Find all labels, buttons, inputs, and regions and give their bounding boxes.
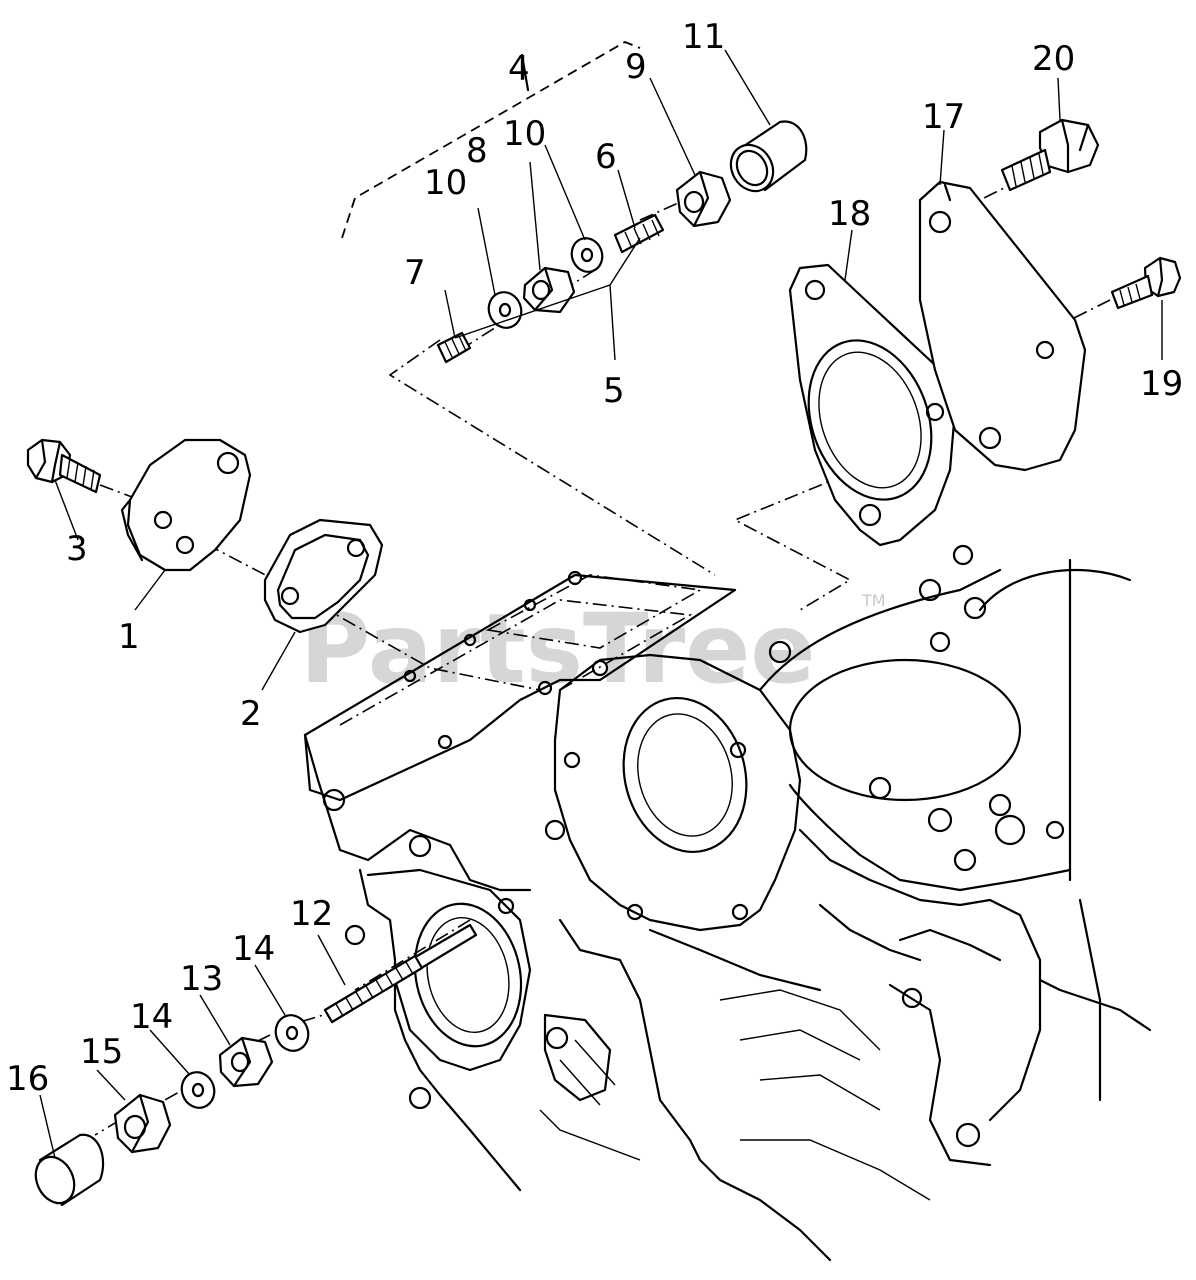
callout-14-left: 14 — [130, 997, 173, 1037]
part-20-bolt — [1000, 118, 1100, 192]
part-13-nut — [218, 1036, 274, 1088]
callout-7: 7 — [404, 253, 426, 293]
callout-8: 8 — [466, 131, 488, 171]
part-9-cap-nut — [675, 170, 732, 228]
callout-2: 2 — [240, 694, 262, 734]
part-17-plate — [918, 180, 1087, 472]
callout-10-left: 10 — [424, 163, 467, 203]
callout-17: 17 — [922, 97, 965, 137]
callout-18: 18 — [828, 194, 871, 234]
callout-3: 3 — [66, 529, 88, 569]
watermark-trademark: TM — [861, 591, 886, 610]
callout-16: 16 — [6, 1059, 49, 1099]
callout-13: 13 — [180, 959, 223, 999]
part-2-gasket — [263, 518, 384, 634]
callout-9: 9 — [625, 47, 647, 87]
part-19-bolt — [1110, 256, 1182, 310]
callout-12: 12 — [290, 894, 333, 934]
callout-5: 5 — [603, 371, 625, 411]
part-11-cap — [729, 120, 808, 193]
part-12-long-stud — [323, 923, 478, 1024]
part-16-cap — [34, 1133, 105, 1207]
watermark-text: PartsTree — [300, 593, 815, 705]
part-10-washer-left — [487, 291, 523, 329]
part-6-stud — [613, 213, 665, 254]
callout-1: 1 — [118, 617, 140, 657]
part-14-washer-left — [180, 1071, 216, 1109]
callout-leaders — [39, 49, 1163, 1159]
callout-labels: 1 2 3 4 5 6 7 8 9 10 10 11 12 13 14 14 1… — [6, 17, 1183, 1099]
watermark: PartsTree TM — [300, 591, 886, 705]
engine-block — [303, 544, 1152, 1262]
callout-19: 19 — [1140, 364, 1183, 404]
part-7-set-screw — [436, 331, 472, 364]
part-10-washer-right — [570, 237, 604, 273]
part-15-cap-nut — [113, 1093, 172, 1154]
callout-15: 15 — [80, 1032, 123, 1072]
callout-11: 11 — [682, 17, 725, 57]
callout-10-right: 10 — [503, 114, 546, 154]
part-1-cover-plate — [120, 438, 252, 572]
callout-20: 20 — [1032, 39, 1075, 79]
part-3-bolt — [26, 438, 102, 494]
callout-14-right: 14 — [232, 929, 275, 969]
callout-4: 4 — [508, 49, 530, 89]
callout-6: 6 — [595, 137, 617, 177]
part-14-washer-right — [274, 1014, 310, 1052]
part-18-gasket — [788, 263, 957, 547]
group-brackets — [341, 41, 641, 361]
